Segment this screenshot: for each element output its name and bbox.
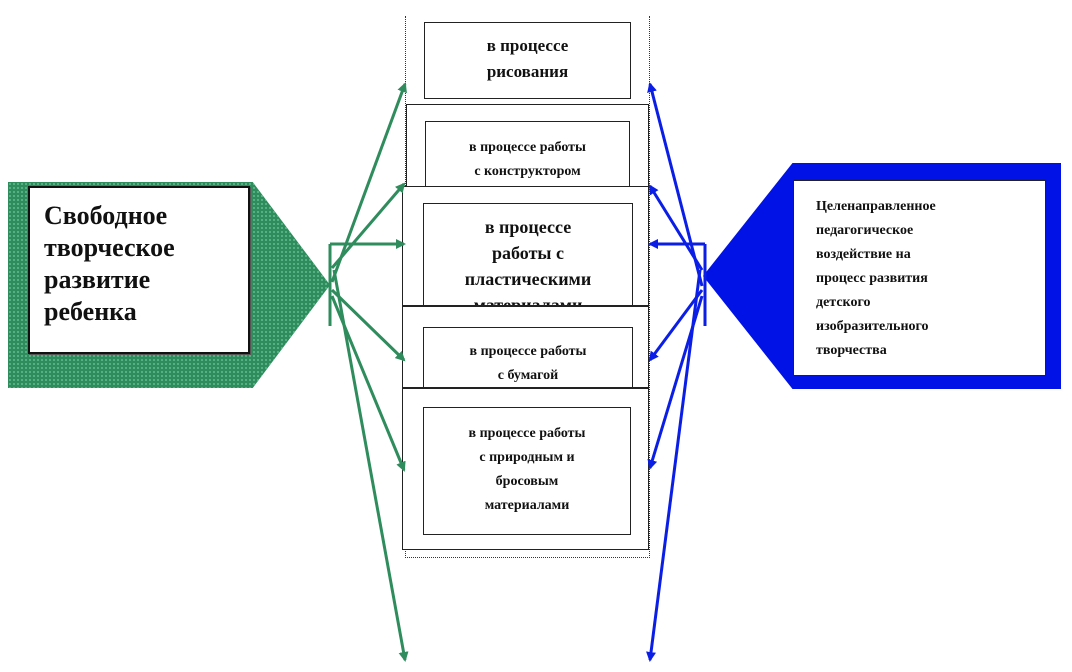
activity-card-natural-inner: в процессе работы с природным и бросовым…	[423, 407, 631, 535]
blue-arrows	[646, 82, 707, 662]
activity-label: в процессе рисования	[486, 36, 569, 81]
activity-card-plastic-inner: в процессе работы с пластическими матери…	[423, 203, 633, 306]
green-arrow-bottom	[332, 269, 409, 662]
activity-card-paper: в процессе работы с бумагой	[402, 306, 649, 388]
green-arrows	[328, 82, 409, 662]
green-arrow-to-paper	[330, 288, 406, 362]
blue-arrow-to-drawing	[647, 82, 704, 287]
green-arrow-to-drawing	[330, 82, 407, 283]
activity-card-natural: в процессе работы с природным и бросовым…	[402, 388, 649, 550]
right-text-box: Целенаправленное педагогическое воздейст…	[793, 180, 1046, 376]
right-block-text: Целенаправленное педагогическое воздейст…	[816, 199, 936, 358]
blue-arrow-to-constructor	[648, 184, 704, 271]
left-text-box: Свободное творческое развитие ребенка	[28, 186, 250, 354]
activity-label: в процессе работы с природным и бросовым…	[468, 426, 586, 513]
activity-card-constructor-inner: в процессе работы с конструктором	[425, 121, 630, 189]
activity-card-constructor: в процессе работы с конструктором	[406, 104, 649, 190]
activity-label: в процессе работы с конструктором	[469, 140, 586, 179]
left-block-text: Свободное творческое развитие ребенка	[44, 201, 175, 326]
activity-label: в процессе работы с бумагой	[469, 344, 587, 383]
green-arrow-to-constructor	[330, 182, 406, 269]
activity-card-drawing-inner: в процессе рисования	[424, 22, 631, 99]
activity-card-plastic: в процессе работы с пластическими матери…	[402, 186, 649, 306]
activity-card-paper-inner: в процессе работы с бумагой	[423, 327, 633, 387]
blue-arrow-to-paper	[648, 289, 704, 362]
activity-label: в процессе работы с пластическими матери…	[464, 217, 592, 306]
activity-card-drawing: в процессе рисования	[406, 16, 649, 104]
blue-arrow-bottom	[646, 269, 702, 662]
